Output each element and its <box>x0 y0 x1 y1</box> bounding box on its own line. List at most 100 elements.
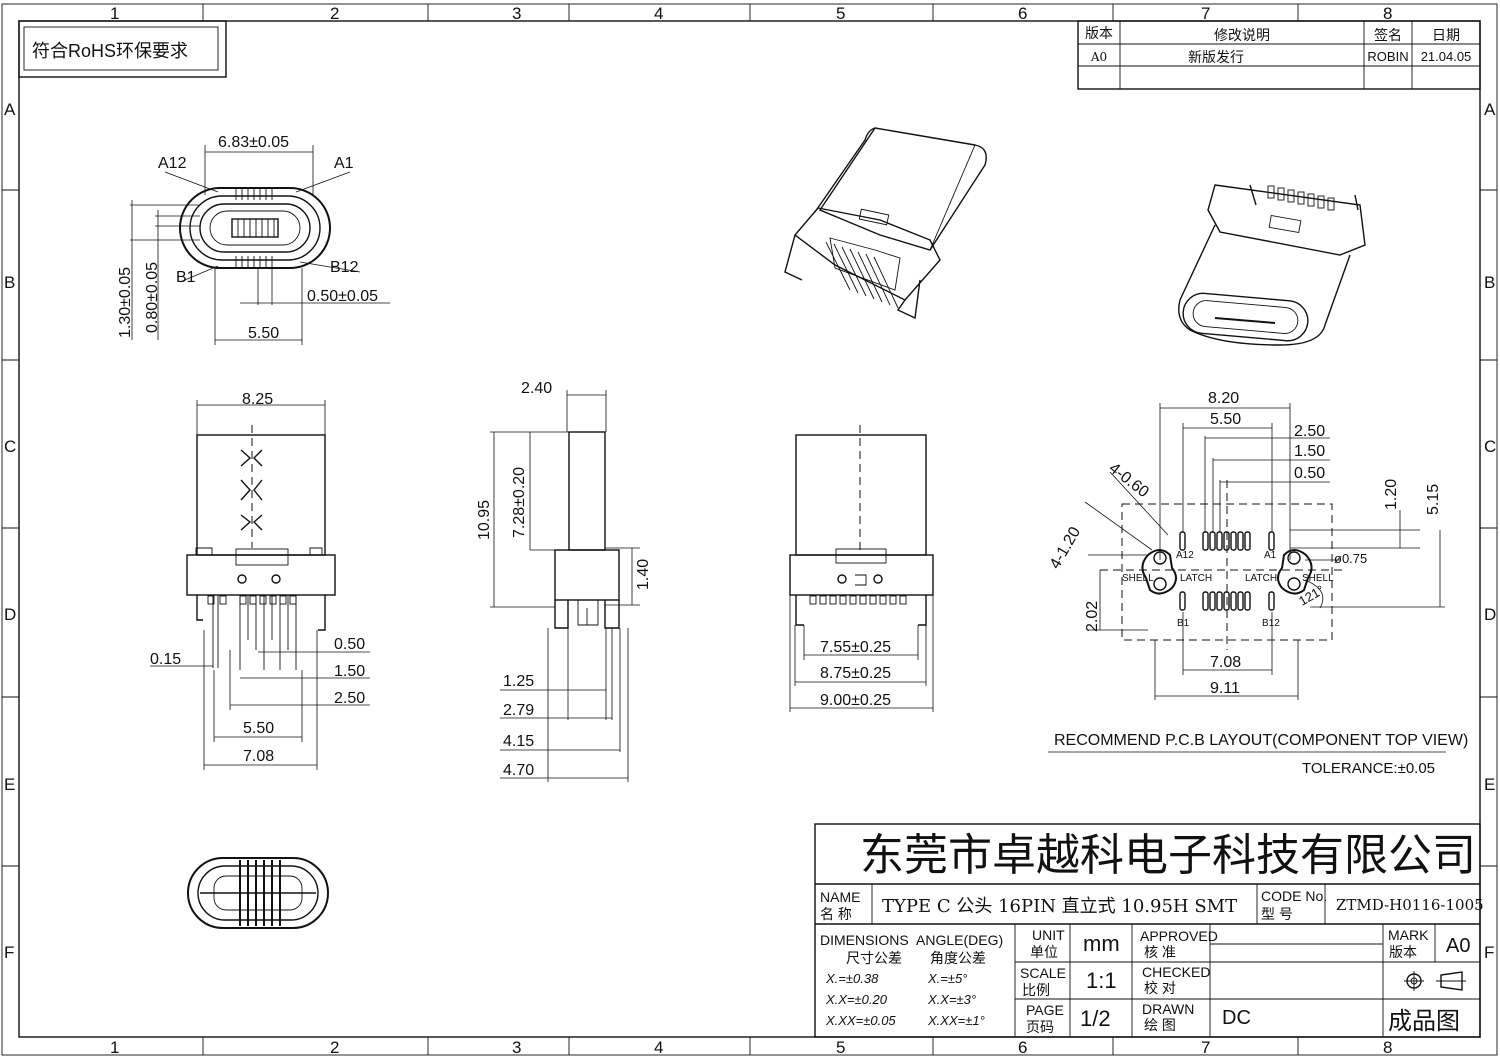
revision-table: 版本 修改说明 签名 日期 A0 新版发行 ROBIN 21.04.05 <box>1077 20 1481 90</box>
angle-label: ANGLE(DEG) <box>916 932 1003 948</box>
col-label-5-bottom: 5 <box>836 1038 845 1057</box>
pcb-dim-5-15: 5.15 <box>1425 484 1442 515</box>
checked-cn: 校 对 <box>1144 980 1176 996</box>
row-label-d: D <box>4 605 16 624</box>
side-view: 2.40 10.95 7.28±0.20 1.40 1.25 2.79 4.15… <box>476 380 652 782</box>
pcb-dim-8-20: 8.20 <box>1208 390 1239 407</box>
scale-value: 1:1 <box>1086 968 1117 993</box>
unit-value: mm <box>1083 931 1120 956</box>
drawn-cn: 绘 图 <box>1144 1017 1176 1033</box>
iso-view-plug-down <box>1178 184 1366 346</box>
page-label: PAGE <box>1026 1002 1064 1018</box>
pcb-dim-5-50: 5.50 <box>1210 411 1241 428</box>
mark-value: A0 <box>1446 935 1470 957</box>
rev-cell-version: A0 <box>1090 50 1107 64</box>
name-label-cn: 名 称 <box>820 906 852 922</box>
rev-header-date: 日期 <box>1432 27 1460 43</box>
rev-cell-description: 新版发行 <box>1188 49 1244 65</box>
pcb-caption: RECOMMEND P.C.B LAYOUT(COMPONENT TOP VIE… <box>1054 732 1468 749</box>
col-label-4-bottom: 4 <box>654 1038 663 1057</box>
angle-cn: 角度公差 <box>930 950 986 966</box>
title-block: 东莞市卓越科电子科技有限公司 NAME 名 称 TYPE C 公头 16PIN … <box>814 823 1484 1038</box>
pcb-dim-0-50: 0.50 <box>1294 465 1325 482</box>
top-dim-5-50: 5.50 <box>243 720 274 737</box>
rev-header-signature: 签名 <box>1374 27 1402 43</box>
tol-xxx: X.XX=±0.05 <box>825 1013 896 1028</box>
dimensions-label: DIMENSIONS <box>820 932 909 948</box>
col-label-2-bottom: 2 <box>330 1038 339 1057</box>
iso-view-plug-up <box>784 127 987 320</box>
code-label-en: CODE No. <box>1261 888 1327 904</box>
drawn-label: DRAWN <box>1142 1001 1194 1017</box>
side-dim-1-25: 1.25 <box>503 673 534 690</box>
rev-header-description: 修改说明 <box>1214 27 1270 43</box>
side-dim-2-40: 2.40 <box>521 380 552 397</box>
dimensions-cn: 尺寸公差 <box>846 950 902 966</box>
tol-xx: X.X=±0.20 <box>825 992 888 1007</box>
col-label-6-bottom: 6 <box>1018 1038 1027 1057</box>
pcb-label-latch-left: LATCH <box>1180 573 1212 584</box>
rev-cell-date: 21.04.05 <box>1421 49 1472 64</box>
col-label-7: 7 <box>1201 4 1210 23</box>
row-label-c-right: C <box>1484 437 1496 456</box>
side-dim-10-95: 10.95 <box>476 500 493 540</box>
row-label-f: F <box>4 943 14 962</box>
col-label-2: 2 <box>330 4 339 23</box>
col-label-4: 4 <box>654 4 663 23</box>
code-label-cn: 型 号 <box>1261 906 1293 922</box>
pcb-label-a12: A12 <box>1176 550 1194 561</box>
ang-tol-xx: X.X=±3° <box>927 992 976 1007</box>
pcb-dim-1-50: 1.50 <box>1294 443 1325 460</box>
row-label-a-right: A <box>1484 100 1496 119</box>
rohs-note: 符合RoHS环保要求 <box>32 41 188 61</box>
page-cn: 页码 <box>1026 1019 1054 1035</box>
row-label-f-right: F <box>1484 943 1494 962</box>
col-label-1: 1 <box>110 4 119 23</box>
side-dim-4-70: 4.70 <box>503 762 534 779</box>
pcb-label-a1: A1 <box>1264 550 1277 561</box>
company-name: 东莞市卓越科电子科技有限公司 <box>860 830 1476 881</box>
rev-header-version: 版本 <box>1085 25 1113 41</box>
mark-cn: 版本 <box>1389 944 1417 960</box>
page-value: 1/2 <box>1080 1006 1111 1031</box>
row-label-b: B <box>4 273 15 292</box>
top-dim-7-08: 7.08 <box>243 748 274 765</box>
rev-cell-signature: ROBIN <box>1367 49 1408 64</box>
side-dim-2-79: 2.79 <box>503 702 534 719</box>
unit-label: UNIT <box>1032 927 1065 943</box>
pcb-dim-1-20: 1.20 <box>1383 479 1400 510</box>
top-dim-0-50: 0.50 <box>334 636 365 653</box>
projection-symbol-icon <box>1404 971 1466 991</box>
back-dim-7-55: 7.55±0.25 <box>820 639 891 656</box>
col-label-6: 6 <box>1018 4 1027 23</box>
front-label-b12: B12 <box>330 259 359 276</box>
top-dim-0-15: 0.15 <box>150 651 181 668</box>
top-dim-1-50: 1.50 <box>334 663 365 680</box>
back-dim-9-00: 9.00±0.25 <box>820 692 891 709</box>
pcb-dim-2-50: 2.50 <box>1294 423 1325 440</box>
approved-cn: 核 准 <box>1144 944 1176 960</box>
checked-label: CHECKED <box>1142 964 1210 980</box>
col-label-3: 3 <box>512 4 521 23</box>
col-label-5: 5 <box>836 4 845 23</box>
top-view: 8.25 0.15 0.50 1.50 2.50 5.50 7.08 <box>150 391 370 770</box>
pcb-dim-4-1-20: 4-1.20 <box>1047 524 1084 572</box>
rohs-note-box: 符合RoHS环保要求 <box>18 20 227 78</box>
row-label-e-right: E <box>1484 775 1495 794</box>
back-view: 7.55±0.25 8.75±0.25 9.00±0.25 <box>789 425 934 712</box>
drawing-type: 成品图 <box>1388 1008 1460 1035</box>
front-label-b1: B1 <box>176 269 196 286</box>
name-label-en: NAME <box>820 889 860 905</box>
pcb-label-latch-right: LATCH <box>1245 573 1277 584</box>
front-label-a1: A1 <box>334 155 354 172</box>
side-dim-7-28: 7.28±0.20 <box>511 467 528 538</box>
scale-label: SCALE <box>1020 965 1066 981</box>
row-label-c: C <box>4 437 16 456</box>
col-label-3-bottom: 3 <box>512 1038 521 1057</box>
pcb-dim-2-02: 2.02 <box>1084 601 1101 632</box>
drawn-value: DC <box>1222 1007 1251 1029</box>
row-label-e: E <box>4 775 15 794</box>
col-label-7-bottom: 7 <box>1201 1038 1210 1057</box>
row-label-b-right: B <box>1484 273 1495 292</box>
